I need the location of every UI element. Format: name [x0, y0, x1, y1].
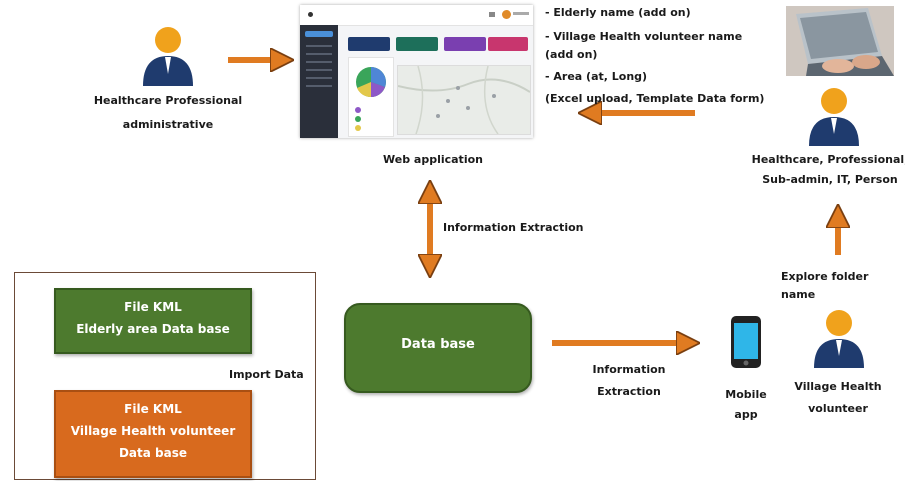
mobile-app-label: Mobile app — [716, 386, 776, 424]
subadmin-label-line1: Healthcare, Professional, — [751, 153, 905, 166]
data-fields-note: - Elderly name (add on) - Village Health… — [545, 4, 765, 108]
admin-label-line1: Healthcare Professional — [93, 94, 243, 107]
webapp-stat-card — [488, 37, 528, 51]
note-line-3: - Area (at, Long) — [545, 70, 648, 83]
web-application-label: Web application — [383, 153, 483, 166]
subadmin-label-line2: Sub-admin, IT, Person — [762, 173, 898, 186]
admin-label-line2: administrative — [122, 118, 214, 131]
kml-volunteer-line1: File KML — [124, 402, 182, 416]
mobile-phone-icon — [730, 315, 762, 369]
kml-volunteer-line3: Data base — [118, 446, 188, 460]
webapp-stat-card — [444, 37, 486, 51]
import-data-label: Import Data — [229, 368, 304, 381]
info-extraction-line2: Extraction — [597, 385, 661, 398]
note-line-1: - Elderly name (add on) — [545, 6, 691, 19]
information-extraction-label-2: Information Extraction — [574, 361, 684, 401]
kml-volunteer-line2: Village Health volunteer — [70, 424, 236, 438]
info-extraction-line1: Information — [592, 363, 666, 376]
kml-elderly-box: File KML Elderly area Data base — [54, 288, 252, 354]
web-application-screenshot — [300, 5, 533, 138]
kml-elderly-line2: Elderly area Data base — [76, 322, 230, 336]
database-box: Data base — [344, 303, 532, 393]
webapp-stat-card — [396, 37, 438, 51]
information-extraction-label: Information Extraction — [443, 221, 584, 234]
mobile-line2: app — [734, 408, 758, 421]
laptop-photo — [786, 6, 894, 76]
admin-person-icon — [137, 22, 199, 86]
import-data-frame — [14, 272, 316, 480]
subadmin-label: Healthcare, Professional, Sub-admin, IT,… — [750, 151, 905, 189]
note-line-4: (Excel upload, Template Data form) — [545, 92, 765, 105]
volunteer-person-icon — [808, 306, 870, 368]
note-line-2: - Village Health volunteer name (add on) — [545, 30, 743, 61]
volunteer-label-line2: volunteer — [808, 402, 868, 415]
admin-label: Healthcare Professional administrative — [75, 92, 261, 134]
volunteer-label: Village Health volunteer — [776, 378, 900, 418]
kml-volunteer-box: File KML Village Health volunteer Data b… — [54, 390, 252, 478]
mobile-line1: Mobile — [725, 388, 767, 401]
webapp-topbar — [300, 5, 533, 26]
kml-elderly-line1: File KML — [124, 300, 182, 314]
explore-folder-label: Explore folder name — [781, 270, 869, 301]
webapp-stat-card — [348, 37, 390, 51]
database-label: Data base — [401, 337, 475, 352]
subadmin-person-icon — [803, 84, 865, 146]
volunteer-label-line1: Village Health — [794, 380, 882, 393]
webapp-sidebar — [300, 25, 338, 138]
webapp-map-panel — [397, 65, 531, 135]
webapp-pie-panel — [348, 57, 394, 137]
